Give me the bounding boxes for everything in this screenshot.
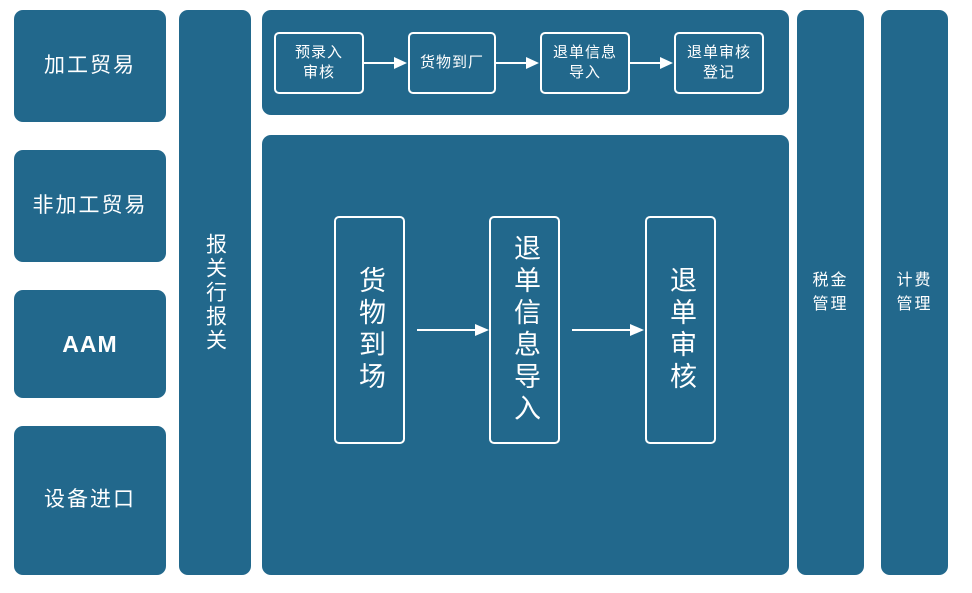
top-flow-step-label: 退单信息 导入 (552, 44, 617, 81)
module-card-equipment-import[interactable]: 设备进口 (14, 426, 166, 575)
main-flow-step-label: 退单审核 (666, 266, 696, 394)
tax-management-column[interactable]: 税金管理 (797, 10, 864, 575)
module-card-processing-trade[interactable]: 加工贸易 (14, 10, 166, 122)
main-flow-step-return-review[interactable]: 退单审核 (645, 216, 716, 444)
top-flow-step-return-review-registration[interactable]: 退单审核 登记 (674, 31, 764, 94)
top-flow-step-label: 货物到厂 (419, 53, 484, 71)
top-flow-step-goods-arrive-plant[interactable]: 货物到厂 (408, 31, 496, 94)
top-flow-step-return-info-import[interactable]: 退单信息 导入 (540, 31, 630, 94)
arrow-right-icon (364, 56, 408, 69)
arrow-right-icon (417, 324, 489, 336)
module-card-non-processing-trade[interactable]: 非加工贸易 (14, 150, 166, 262)
broker-declaration-label: 报关行报关 (203, 232, 227, 353)
module-card-label: 非加工贸易 (32, 193, 148, 217)
broker-declaration-column[interactable]: 报关行报关 (179, 10, 251, 575)
top-flow-step-label: 预录入 审核 (294, 44, 343, 81)
module-card-label: 加工贸易 (44, 53, 136, 77)
module-card-label: AAM (62, 330, 118, 357)
arrow-right-icon (572, 324, 644, 336)
main-flow-step-goods-arrive-site[interactable]: 货物到场 (334, 216, 405, 444)
billing-management-label: 计费管理 (896, 272, 933, 313)
arrow-right-icon (496, 56, 540, 69)
arrow-right-icon (630, 56, 674, 69)
top-flow-step-label: 退单审核 登记 (686, 44, 751, 81)
billing-management-column[interactable]: 计费管理 (881, 10, 948, 575)
top-flow-step-pre-entry-review[interactable]: 预录入 审核 (274, 31, 364, 94)
module-card-aam[interactable]: AAM (14, 290, 166, 398)
main-flow-step-return-info-import[interactable]: 退单信息导入 (489, 216, 560, 444)
main-flow-step-label: 退单信息导入 (510, 234, 540, 426)
tax-management-label: 税金管理 (812, 272, 849, 313)
top-flow-panel: 预录入 审核 货物到厂 退单信息 导入 退单审核 登记 (262, 10, 789, 115)
main-flow-panel: 货物到场 退单信息导入 退单审核 (262, 135, 789, 575)
module-card-label: 设备进口 (44, 488, 136, 512)
main-flow-step-label: 货物到场 (355, 266, 385, 394)
